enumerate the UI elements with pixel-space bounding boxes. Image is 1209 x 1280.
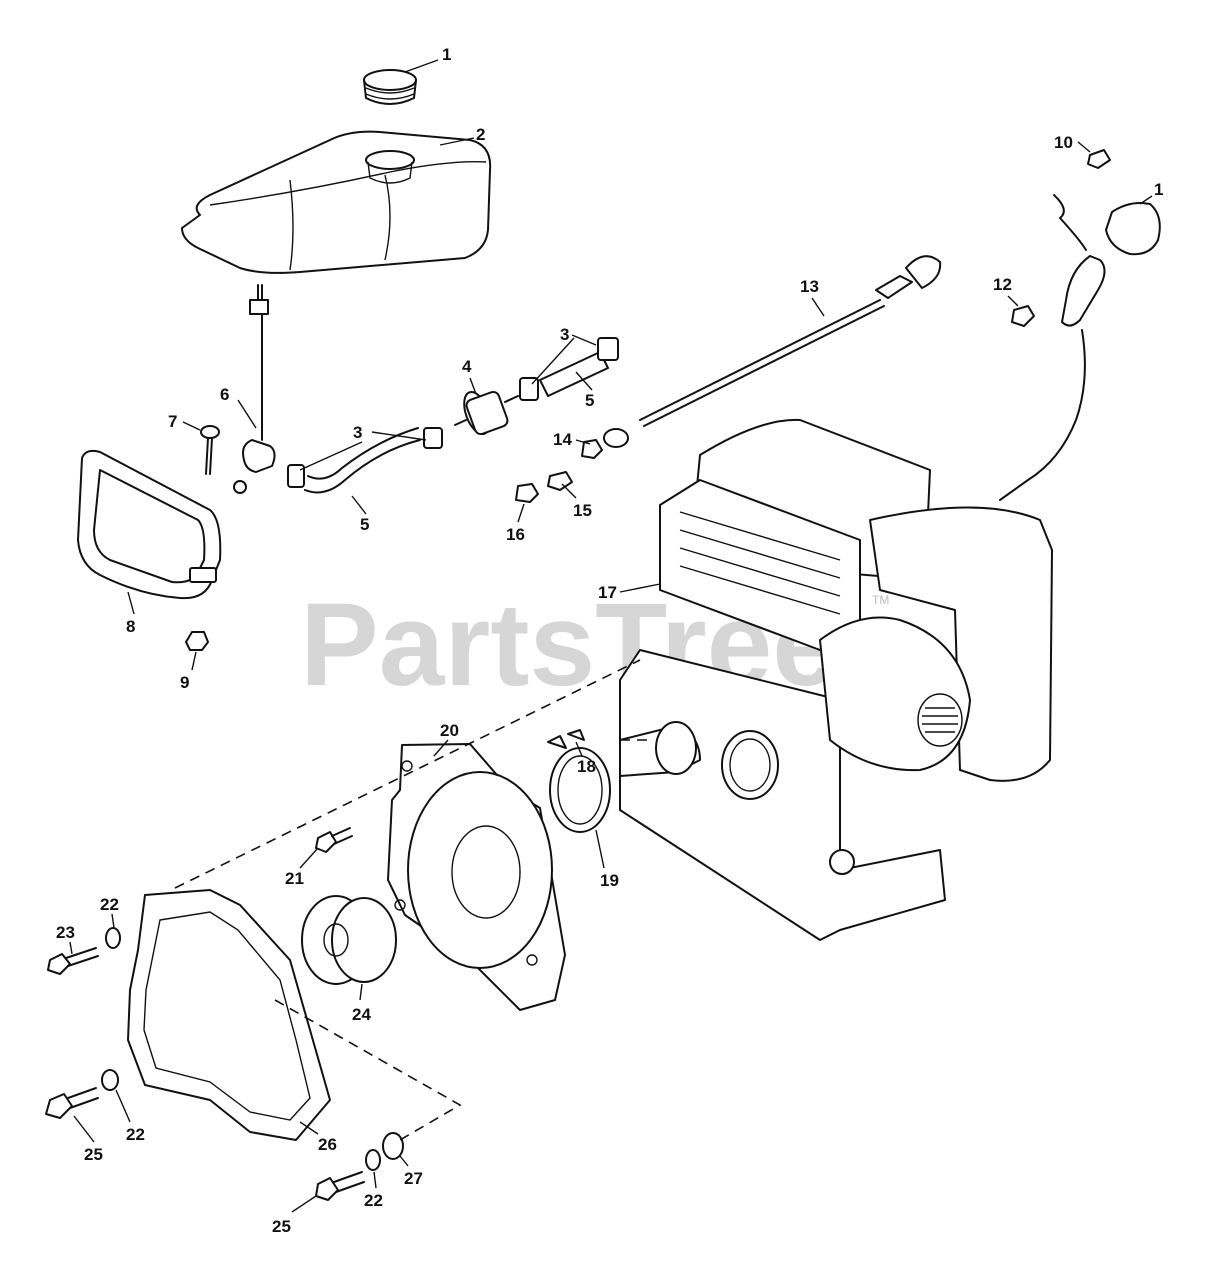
callout-6: 6 (220, 385, 229, 404)
callout-3-mid: 3 (353, 423, 362, 442)
cover-bolt[interactable] (315, 827, 353, 853)
callout-5-left: 5 (360, 515, 369, 534)
callout-8: 8 (126, 617, 135, 636)
callout-27: 27 (404, 1169, 423, 1188)
fuel-line-assembly[interactable] (287, 337, 619, 494)
callout-15: 15 (573, 501, 592, 520)
callout-12: 12 (993, 275, 1012, 294)
callout-21: 21 (285, 869, 304, 888)
callout-24: 24 (352, 1005, 371, 1024)
shutoff-valve[interactable] (233, 284, 276, 494)
callout-13: 13 (800, 277, 819, 296)
oil-seal[interactable] (549, 747, 611, 833)
callout-11: 1 (1154, 180, 1163, 199)
callout-25-left: 25 (84, 1145, 103, 1164)
callout-9: 9 (180, 673, 189, 692)
gasket[interactable] (127, 889, 331, 1141)
callout-10: 10 (1054, 133, 1073, 152)
callout-4: 4 (462, 357, 472, 376)
callout-22-top: 22 (100, 895, 119, 914)
assembly-lines (174, 659, 650, 1141)
callouts: 1 2 3 3 4 5 5 6 7 8 9 10 1 12 13 14 15 1… (56, 45, 1163, 1236)
callout-18: 18 (577, 757, 596, 776)
engine[interactable] (619, 418, 1053, 941)
callout-19: 19 (600, 871, 619, 890)
callout-26: 26 (318, 1135, 337, 1154)
callout-17: 17 (598, 583, 617, 602)
callout-23: 23 (56, 923, 75, 942)
callout-22-bottom: 22 (364, 1191, 383, 1210)
watermark-tm: TM (872, 593, 889, 607)
callout-25-bottom: 25 (272, 1217, 291, 1236)
callout-7: 7 (168, 412, 177, 431)
throttle-control[interactable] (999, 149, 1161, 501)
callout-16: 16 (506, 525, 525, 544)
callout-3-top: 3 (560, 325, 569, 344)
callout-2: 2 (476, 125, 485, 144)
callout-5-right: 5 (585, 391, 594, 410)
gear[interactable] (301, 895, 397, 985)
callout-1: 1 (442, 45, 451, 64)
tank-strap[interactable] (77, 425, 222, 651)
hardware[interactable] (45, 927, 404, 1201)
callout-20: 20 (440, 721, 459, 740)
callout-22-mid: 22 (126, 1125, 145, 1144)
callout-14: 14 (553, 430, 572, 449)
choke-cable[interactable] (515, 255, 942, 503)
key[interactable] (547, 729, 585, 749)
fuel-cap[interactable] (363, 69, 417, 105)
housing-cover[interactable] (387, 743, 566, 1011)
fuel-tank[interactable] (181, 130, 492, 274)
